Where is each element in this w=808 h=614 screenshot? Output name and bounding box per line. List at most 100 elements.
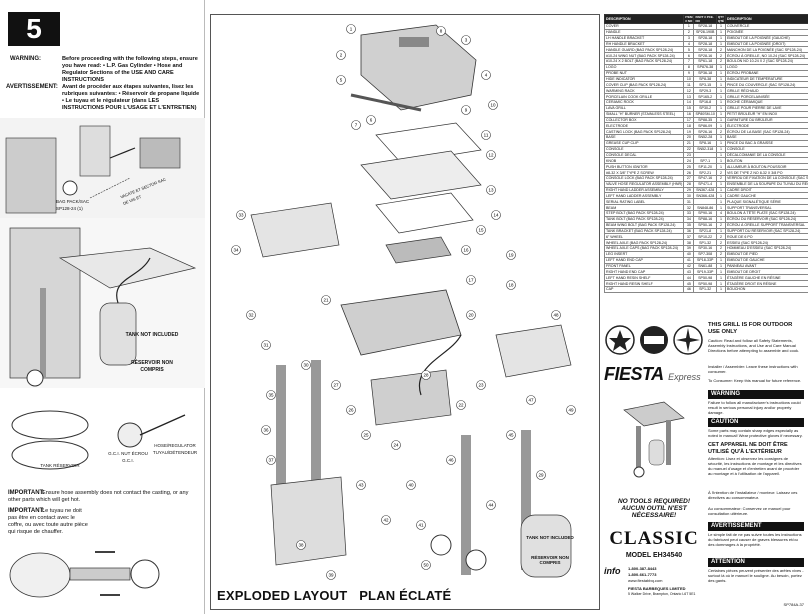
svg-text:28: 28 [423, 373, 429, 378]
svg-text:7: 7 [355, 123, 358, 128]
svg-text:8: 8 [440, 29, 443, 34]
svg-text:42: 42 [383, 518, 389, 523]
svg-text:31: 31 [263, 343, 269, 348]
callout-number: 21 [321, 295, 331, 305]
svg-text:16: 16 [463, 248, 469, 253]
company-address: 5 Walker Drive, Brampton, Ontario L6T 5E… [628, 592, 696, 596]
callout-number: 40 [406, 480, 416, 490]
svg-text:34: 34 [233, 248, 239, 253]
svg-text:3: 3 [465, 38, 468, 43]
hand-tightening-illustration [9, 551, 160, 598]
fr-consumer: Au consommateur: Conservez ce manuel pou… [708, 506, 791, 516]
left-instructions-panel: 5 WARNING: Before proceeding with the fo… [0, 0, 205, 614]
callout-number: 24 [391, 440, 401, 450]
model-name: CLASSIC [609, 528, 699, 549]
svg-text:5: 5 [340, 78, 343, 83]
svg-text:20: 20 [468, 313, 474, 318]
svg-text:1: 1 [350, 27, 353, 32]
brand-logo: FIESTA Express [604, 364, 704, 385]
parts-col-header: DESCRIPTION [725, 14, 808, 24]
callout-number: 16 [461, 245, 471, 255]
warning-bar: WARNING [708, 390, 804, 399]
parts-cell: 1 [715, 40, 727, 48]
parts-cell: PINCE DU BAC À GRAISSE [725, 139, 808, 147]
parts-cell: 2 [715, 52, 727, 60]
parts-cell: ÉCROU À OREILLE, NO 10-24 (SAC SP128-24) [725, 52, 808, 60]
exploded-title-fr: PLAN ÉCLATÉ [359, 588, 452, 603]
parts-col-header: PART # PCE. NO [693, 14, 717, 24]
callout-number: 29 [536, 470, 546, 480]
svg-text:17: 17 [468, 278, 474, 283]
exploded-layout-title: EXPLODED LAYOUT PLAN ÉCLATÉ [217, 588, 451, 603]
callout-number: 18 [506, 280, 516, 290]
callout-number: 23 [476, 380, 486, 390]
svg-text:2: 2 [340, 53, 343, 58]
callout-number: 28 [421, 370, 431, 380]
doc-code: SP784A-37 [783, 602, 804, 607]
fr-text: Attention: Lisez et observez les consign… [708, 456, 802, 476]
important-label-fr: IMPORTANT: [8, 508, 45, 514]
callout-number: 1 [346, 24, 356, 34]
callout-number: 20 [466, 310, 476, 320]
parts-cell: BOULON NO 10-24 X 2 (SAC SP128-24) [725, 58, 808, 65]
callout-number: 43 [356, 480, 366, 490]
svg-text:6: 6 [370, 118, 373, 123]
callout-number: 7 [351, 120, 361, 130]
exploded-grill-diagram: 1234567891011121314151617181920212223242… [231, 24, 576, 580]
parts-cell: 1 [715, 34, 727, 42]
parts-cell: SP1-32 [693, 285, 717, 293]
callout-number: 4 [481, 70, 491, 80]
svg-text:4: 4 [485, 73, 488, 78]
callout-number: 30 [301, 360, 311, 370]
outdoor-use-only: THIS GRILL IS FOR OUTDOOR USE ONLY [708, 322, 793, 335]
callout-number: 19 [506, 250, 516, 260]
tank-label: TANK RÉSERVOIR [40, 463, 80, 468]
svg-text:11: 11 [484, 133, 489, 138]
callout-number: 31 [261, 340, 271, 350]
parts-cell: POIGNÉE [725, 28, 808, 36]
svg-text:12: 12 [488, 153, 494, 158]
parts-cell: 1 [715, 157, 727, 165]
callout-number: 12 [486, 150, 496, 160]
no-tools-en: NO TOOLS REQUIRED! [617, 498, 691, 505]
svg-text:29: 29 [538, 473, 544, 478]
callout-number: 13 [486, 185, 496, 195]
svg-text:18: 18 [508, 283, 514, 288]
assembly-illustration-1 [0, 118, 205, 218]
parts-cell: SUPPORT TRANSVERSAL [725, 204, 808, 211]
parts-cell: 1 [715, 134, 727, 141]
company-name: FIESTA BARBEQUES LIMITED [628, 586, 686, 591]
installer-note: Installer / Assembler: Leave these instr… [708, 364, 798, 374]
sub-brand: Express [668, 372, 701, 382]
parts-cell: 2 [715, 46, 727, 54]
caution-bar: CAUTION [708, 418, 804, 427]
parts-cell: EMBOUT DE LA POIGNÉE (DROIT) [725, 40, 808, 48]
callout-number: 5 [336, 75, 346, 85]
parts-cell: 2 [715, 174, 727, 182]
parts-cell: 1 [715, 151, 727, 159]
svg-text:40: 40 [408, 483, 414, 488]
callout-number: 17 [466, 275, 476, 285]
svg-text:35: 35 [268, 393, 274, 398]
callout-number: 32 [246, 310, 256, 320]
svg-text:37: 37 [268, 458, 274, 463]
parts-cell: 1 [715, 163, 727, 171]
parts-cell: CADRE GAUCHE [725, 192, 808, 200]
parts-cell: 2 [715, 128, 727, 136]
callout-number: 2 [336, 50, 346, 60]
caution-body: Some parts may contain sharp edges espec… [708, 428, 803, 438]
